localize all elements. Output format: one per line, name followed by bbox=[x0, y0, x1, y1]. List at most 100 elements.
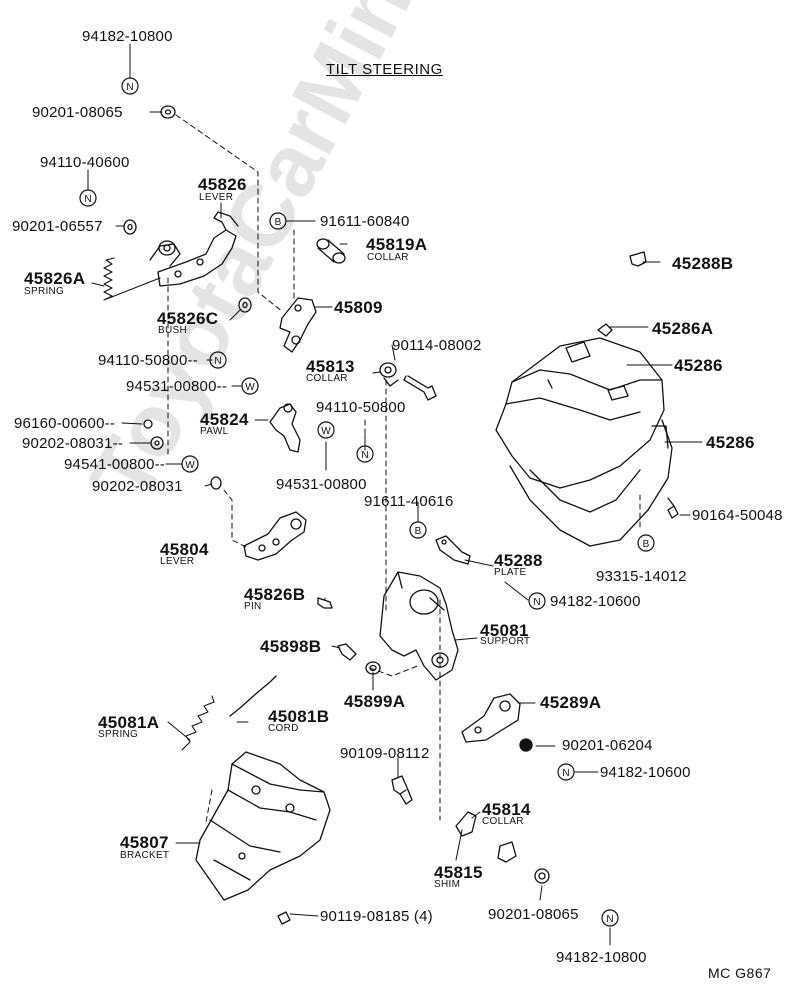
spring-45081A-shape bbox=[181, 695, 215, 751]
svg-text:N: N bbox=[126, 82, 133, 93]
plate-45288-shape bbox=[435, 535, 471, 565]
label-45081: 45081 bbox=[480, 621, 529, 640]
part-45809-shape bbox=[279, 297, 317, 353]
label-45819A: 45819A bbox=[366, 235, 428, 254]
label-90201-08065-bottom: 90201-08065 bbox=[488, 906, 579, 923]
label-94110-50800-left: 94110-50800-- bbox=[98, 352, 198, 369]
label-90119-08185: 90119-08185 (4) bbox=[320, 908, 433, 925]
bolt-90114-shape bbox=[403, 375, 437, 401]
label-45288-plate: PLATE bbox=[494, 567, 527, 578]
cord-45081B-shape bbox=[229, 675, 277, 717]
label-90164-50048: 90164-50048 bbox=[692, 507, 783, 524]
label-94182-10600-a: 94182-10600 bbox=[550, 593, 641, 610]
label-45815: 45815 bbox=[434, 863, 483, 882]
bolt-45898B-shape bbox=[337, 643, 357, 661]
spring-45826A-shape bbox=[103, 257, 161, 301]
svg-text:B: B bbox=[275, 217, 282, 228]
svg-text:N: N bbox=[533, 597, 540, 608]
symbol-markers bbox=[79, 77, 655, 927]
label-45804-lever: LEVER bbox=[160, 556, 195, 567]
label-45286-upper: 45286 bbox=[674, 356, 723, 375]
label-45826B: 45826B bbox=[244, 585, 306, 604]
screw-90164-shape bbox=[667, 497, 679, 519]
pawl-45824-shape bbox=[269, 403, 301, 453]
label-90202-08031-b: 90202-08031 bbox=[92, 478, 183, 495]
svg-text:N: N bbox=[84, 194, 91, 205]
label-90114-08002: 90114-08002 bbox=[392, 337, 482, 354]
lever-45804-shape bbox=[243, 511, 307, 561]
svg-text:N: N bbox=[562, 768, 569, 779]
label-45819A-collar: COLLAR bbox=[367, 252, 409, 263]
label-93315-14012: 93315-14012 bbox=[596, 568, 687, 585]
label-45826: 45826 bbox=[198, 175, 247, 194]
label-45081A-spring: SPRING bbox=[98, 729, 139, 740]
label-45081A: 45081A bbox=[98, 713, 160, 732]
label-45826A-spring: SPRING bbox=[24, 286, 65, 297]
label-90201-06204: 90201-06204 bbox=[562, 737, 653, 754]
label-94110-40600: 94110-40600 bbox=[40, 154, 130, 171]
label-91611-60840: 91611-60840 bbox=[320, 213, 410, 230]
svg-text:B: B bbox=[643, 539, 650, 550]
label-45826-lever: LEVER bbox=[199, 192, 234, 203]
label-45081-support: SUPPORT bbox=[480, 636, 531, 647]
label-90202-08031-a: 90202-08031-- bbox=[22, 435, 124, 452]
label-96160-00600: 96160-00600-- bbox=[14, 415, 116, 432]
cover-45288B-shape bbox=[629, 251, 647, 267]
label-45824-pawl: PAWL bbox=[200, 426, 229, 437]
label-94531-00800-mid: 94531-00800 bbox=[276, 476, 367, 493]
label-45826A: 45826A bbox=[24, 269, 86, 288]
label-94541-00800: 94541-00800-- bbox=[64, 456, 166, 473]
reference-code: MC G867 bbox=[708, 965, 772, 981]
label-45815-shim: SHIM bbox=[434, 879, 461, 890]
diagram-title: TILT STEERING bbox=[326, 61, 443, 78]
label-91611-40616: 91611-40616 bbox=[364, 493, 454, 510]
label-45824: 45824 bbox=[200, 410, 249, 429]
bolt-90109-shape bbox=[391, 775, 413, 805]
label-45814-collar: COLLAR bbox=[482, 816, 524, 827]
label-94110-50800-mid: 94110-50800 bbox=[316, 399, 406, 416]
label-94531-00800-left: 94531-00800-- bbox=[126, 378, 228, 395]
column-cover-45286-shape bbox=[495, 337, 673, 547]
pin-45826B-shape bbox=[317, 597, 333, 609]
label-45286-lower: 45286 bbox=[706, 433, 755, 452]
label-45288: 45288 bbox=[494, 551, 543, 570]
label-45288B: 45288B bbox=[672, 254, 734, 273]
label-45813-collar: COLLAR bbox=[306, 373, 348, 384]
label-94182-10600-b: 94182-10600 bbox=[600, 764, 691, 781]
label-94182-10800-top: 94182-10800 bbox=[82, 28, 173, 45]
label-45814: 45814 bbox=[482, 800, 531, 819]
label-45081B-cord: CORD bbox=[268, 723, 299, 734]
washers bbox=[123, 105, 550, 884]
svg-text:W: W bbox=[245, 382, 255, 393]
label-45289A: 45289A bbox=[540, 693, 602, 712]
label-45826C: 45826C bbox=[157, 309, 219, 328]
bracket-45807-shape bbox=[195, 751, 331, 901]
label-90201-08065-top: 90201-08065 bbox=[32, 104, 123, 121]
svg-text:N: N bbox=[606, 914, 613, 925]
svg-text:W: W bbox=[321, 426, 331, 437]
label-45826B-pin: PIN bbox=[244, 601, 262, 612]
label-94182-10800-bottom: 94182-10800 bbox=[556, 949, 647, 966]
collar-45819A-shape bbox=[316, 238, 346, 264]
bush-45899A-shape bbox=[365, 661, 381, 675]
label-45286A: 45286A bbox=[652, 319, 714, 338]
collar-45813-shape bbox=[379, 362, 399, 387]
label-45898B: 45898B bbox=[260, 637, 322, 656]
svg-text:N: N bbox=[214, 356, 221, 367]
label-90201-06557: 90201-06557 bbox=[12, 218, 103, 235]
label-45826C-bush: BUSH bbox=[158, 325, 187, 336]
collar-45814-shape bbox=[497, 841, 517, 863]
support-45081-shape bbox=[379, 571, 459, 681]
svg-text:N: N bbox=[361, 450, 368, 461]
label-90109-08112: 90109-08112 bbox=[340, 745, 430, 762]
label-45807: 45807 bbox=[120, 833, 169, 852]
lever-45826-shape bbox=[149, 211, 239, 287]
label-45807-bracket: BRACKET bbox=[120, 850, 170, 861]
screw-90119-shape bbox=[277, 911, 291, 925]
assembly-dashed-lines bbox=[167, 114, 641, 823]
label-45804: 45804 bbox=[160, 540, 209, 559]
leader-lines bbox=[87, 43, 703, 946]
label-45813: 45813 bbox=[306, 357, 355, 376]
